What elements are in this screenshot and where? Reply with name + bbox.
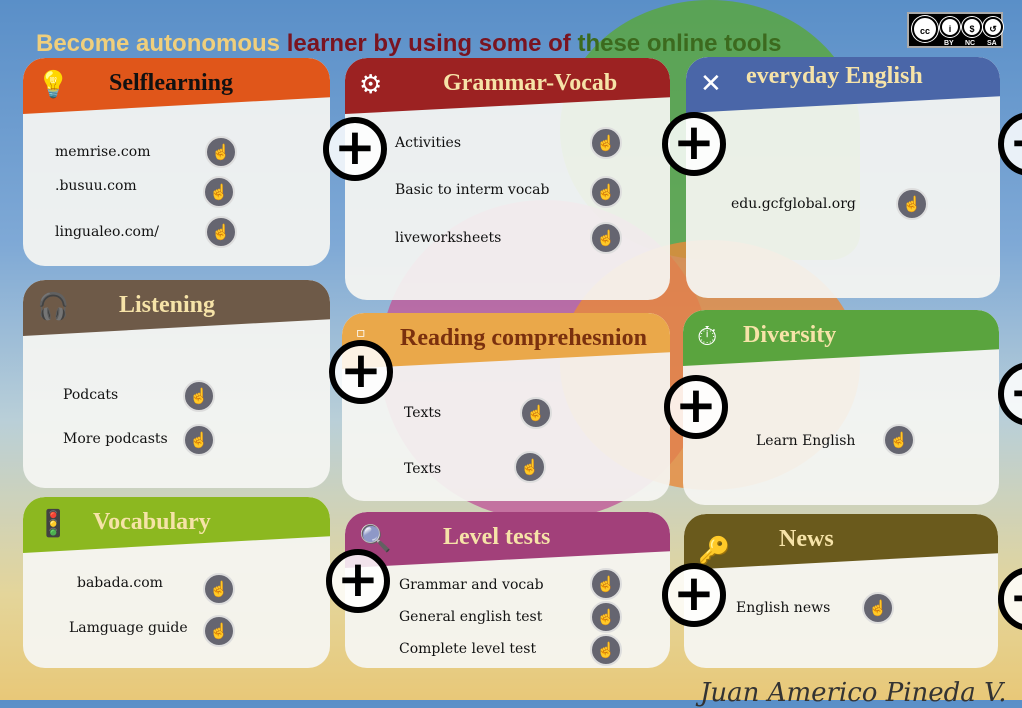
- open-link-button[interactable]: ☝: [183, 380, 215, 412]
- link-label: Texts: [404, 405, 442, 421]
- expand-plus-button[interactable]: +: [662, 112, 726, 176]
- open-link-button[interactable]: ☝: [590, 176, 622, 208]
- link-label: Complete level test: [399, 641, 537, 657]
- link-label: More podcasts: [63, 431, 168, 447]
- expand-plus-button[interactable]: +: [329, 340, 393, 404]
- expand-plus-button[interactable]: +: [323, 117, 387, 181]
- link-label: Activities: [395, 135, 462, 151]
- stopwatch-icon: ⏱: [697, 322, 718, 352]
- cc-icon: cc: [912, 16, 938, 42]
- link-label: Basic to interm vocab: [395, 182, 550, 198]
- link-label: Grammar and vocab: [399, 577, 544, 593]
- link-label: liveworksheets: [395, 230, 502, 246]
- link-label: Lamguage guide: [69, 620, 188, 636]
- card-everyday-english: ✕everyday English edu.gcfglobal.org☝: [686, 57, 1000, 298]
- open-link-button[interactable]: ☝: [590, 568, 622, 600]
- expand-plus-button[interactable]: +: [998, 112, 1022, 176]
- open-link-button[interactable]: ☝: [590, 601, 622, 633]
- link-label: edu.gcfglobal.org: [731, 196, 856, 212]
- link-label: memrise.com: [55, 144, 151, 160]
- card-reading: ▫Reading comprehesnion Texts☝ Texts☝: [342, 313, 670, 501]
- traffic-light-icon: 🚦: [37, 509, 70, 539]
- expand-plus-button[interactable]: +: [998, 362, 1022, 426]
- open-link-button[interactable]: ☝: [205, 136, 237, 168]
- card-listening: 🎧Listening Podcats☝ More podcasts☝: [23, 280, 330, 488]
- link-label: General english test: [399, 609, 543, 625]
- expand-plus-button[interactable]: +: [326, 549, 390, 613]
- card-news: 🔑News English news☝: [684, 514, 998, 668]
- key-icon: 🔑: [698, 536, 731, 566]
- expand-plus-button[interactable]: +: [998, 567, 1022, 631]
- open-link-button[interactable]: ☝: [205, 216, 237, 248]
- card-grammar-vocab: ⚙Grammar-Vocab Activities☝ Basic to inte…: [345, 58, 670, 300]
- link-label: lingualeo.com/: [55, 224, 159, 240]
- author-signature: Juan Americo Pineda V.: [700, 678, 1007, 708]
- open-link-button[interactable]: ☝: [520, 397, 552, 429]
- open-link-button[interactable]: ☝: [514, 451, 546, 483]
- link-label: English news: [736, 600, 831, 616]
- open-link-button[interactable]: ☝: [590, 634, 622, 666]
- square-icon: ▫: [356, 325, 366, 341]
- open-link-button[interactable]: ☝: [183, 424, 215, 456]
- link-label: Texts: [404, 461, 442, 477]
- open-link-button[interactable]: ☝: [203, 573, 235, 605]
- open-link-button[interactable]: ☝: [883, 424, 915, 456]
- expand-plus-button[interactable]: +: [664, 375, 728, 439]
- open-link-button[interactable]: ☝: [896, 188, 928, 220]
- open-link-button[interactable]: ☝: [590, 127, 622, 159]
- card-vocabulary: 🚦Vocabulary babada.com☝ Lamguage guide☝: [23, 497, 330, 668]
- card-selflearning: 💡Selflearning memrise.com ☝ .busuu.com ☝ l…: [23, 58, 330, 266]
- tools-icon: ✕: [700, 69, 722, 99]
- page-title: Become autonomous learner by using some …: [36, 30, 782, 57]
- nc-icon: $: [962, 17, 982, 37]
- open-link-button[interactable]: ☝: [203, 615, 235, 647]
- card-header: 💡Selflearning: [23, 58, 330, 114]
- open-link-button[interactable]: ☝: [203, 176, 235, 208]
- card-diversity: ⏱Diversity Learn English☝: [683, 310, 999, 505]
- link-label: .busuu.com: [55, 178, 137, 194]
- link-label: Podcats: [63, 387, 119, 403]
- link-label: babada.com: [77, 575, 163, 591]
- gear-icon: ⚙: [359, 70, 383, 100]
- headphones-icon: 🎧: [37, 292, 70, 322]
- sa-icon: ↺: [983, 17, 1003, 37]
- link-label: Learn English: [756, 433, 856, 449]
- expand-plus-button[interactable]: +: [662, 563, 726, 627]
- open-link-button[interactable]: ☝: [590, 222, 622, 254]
- by-icon: i: [940, 17, 960, 37]
- card-level-tests: 🔍Level tests Grammar and vocab☝ General …: [345, 512, 670, 668]
- open-link-button[interactable]: ☝: [862, 592, 894, 624]
- lightbulb-icon: 💡: [37, 70, 70, 100]
